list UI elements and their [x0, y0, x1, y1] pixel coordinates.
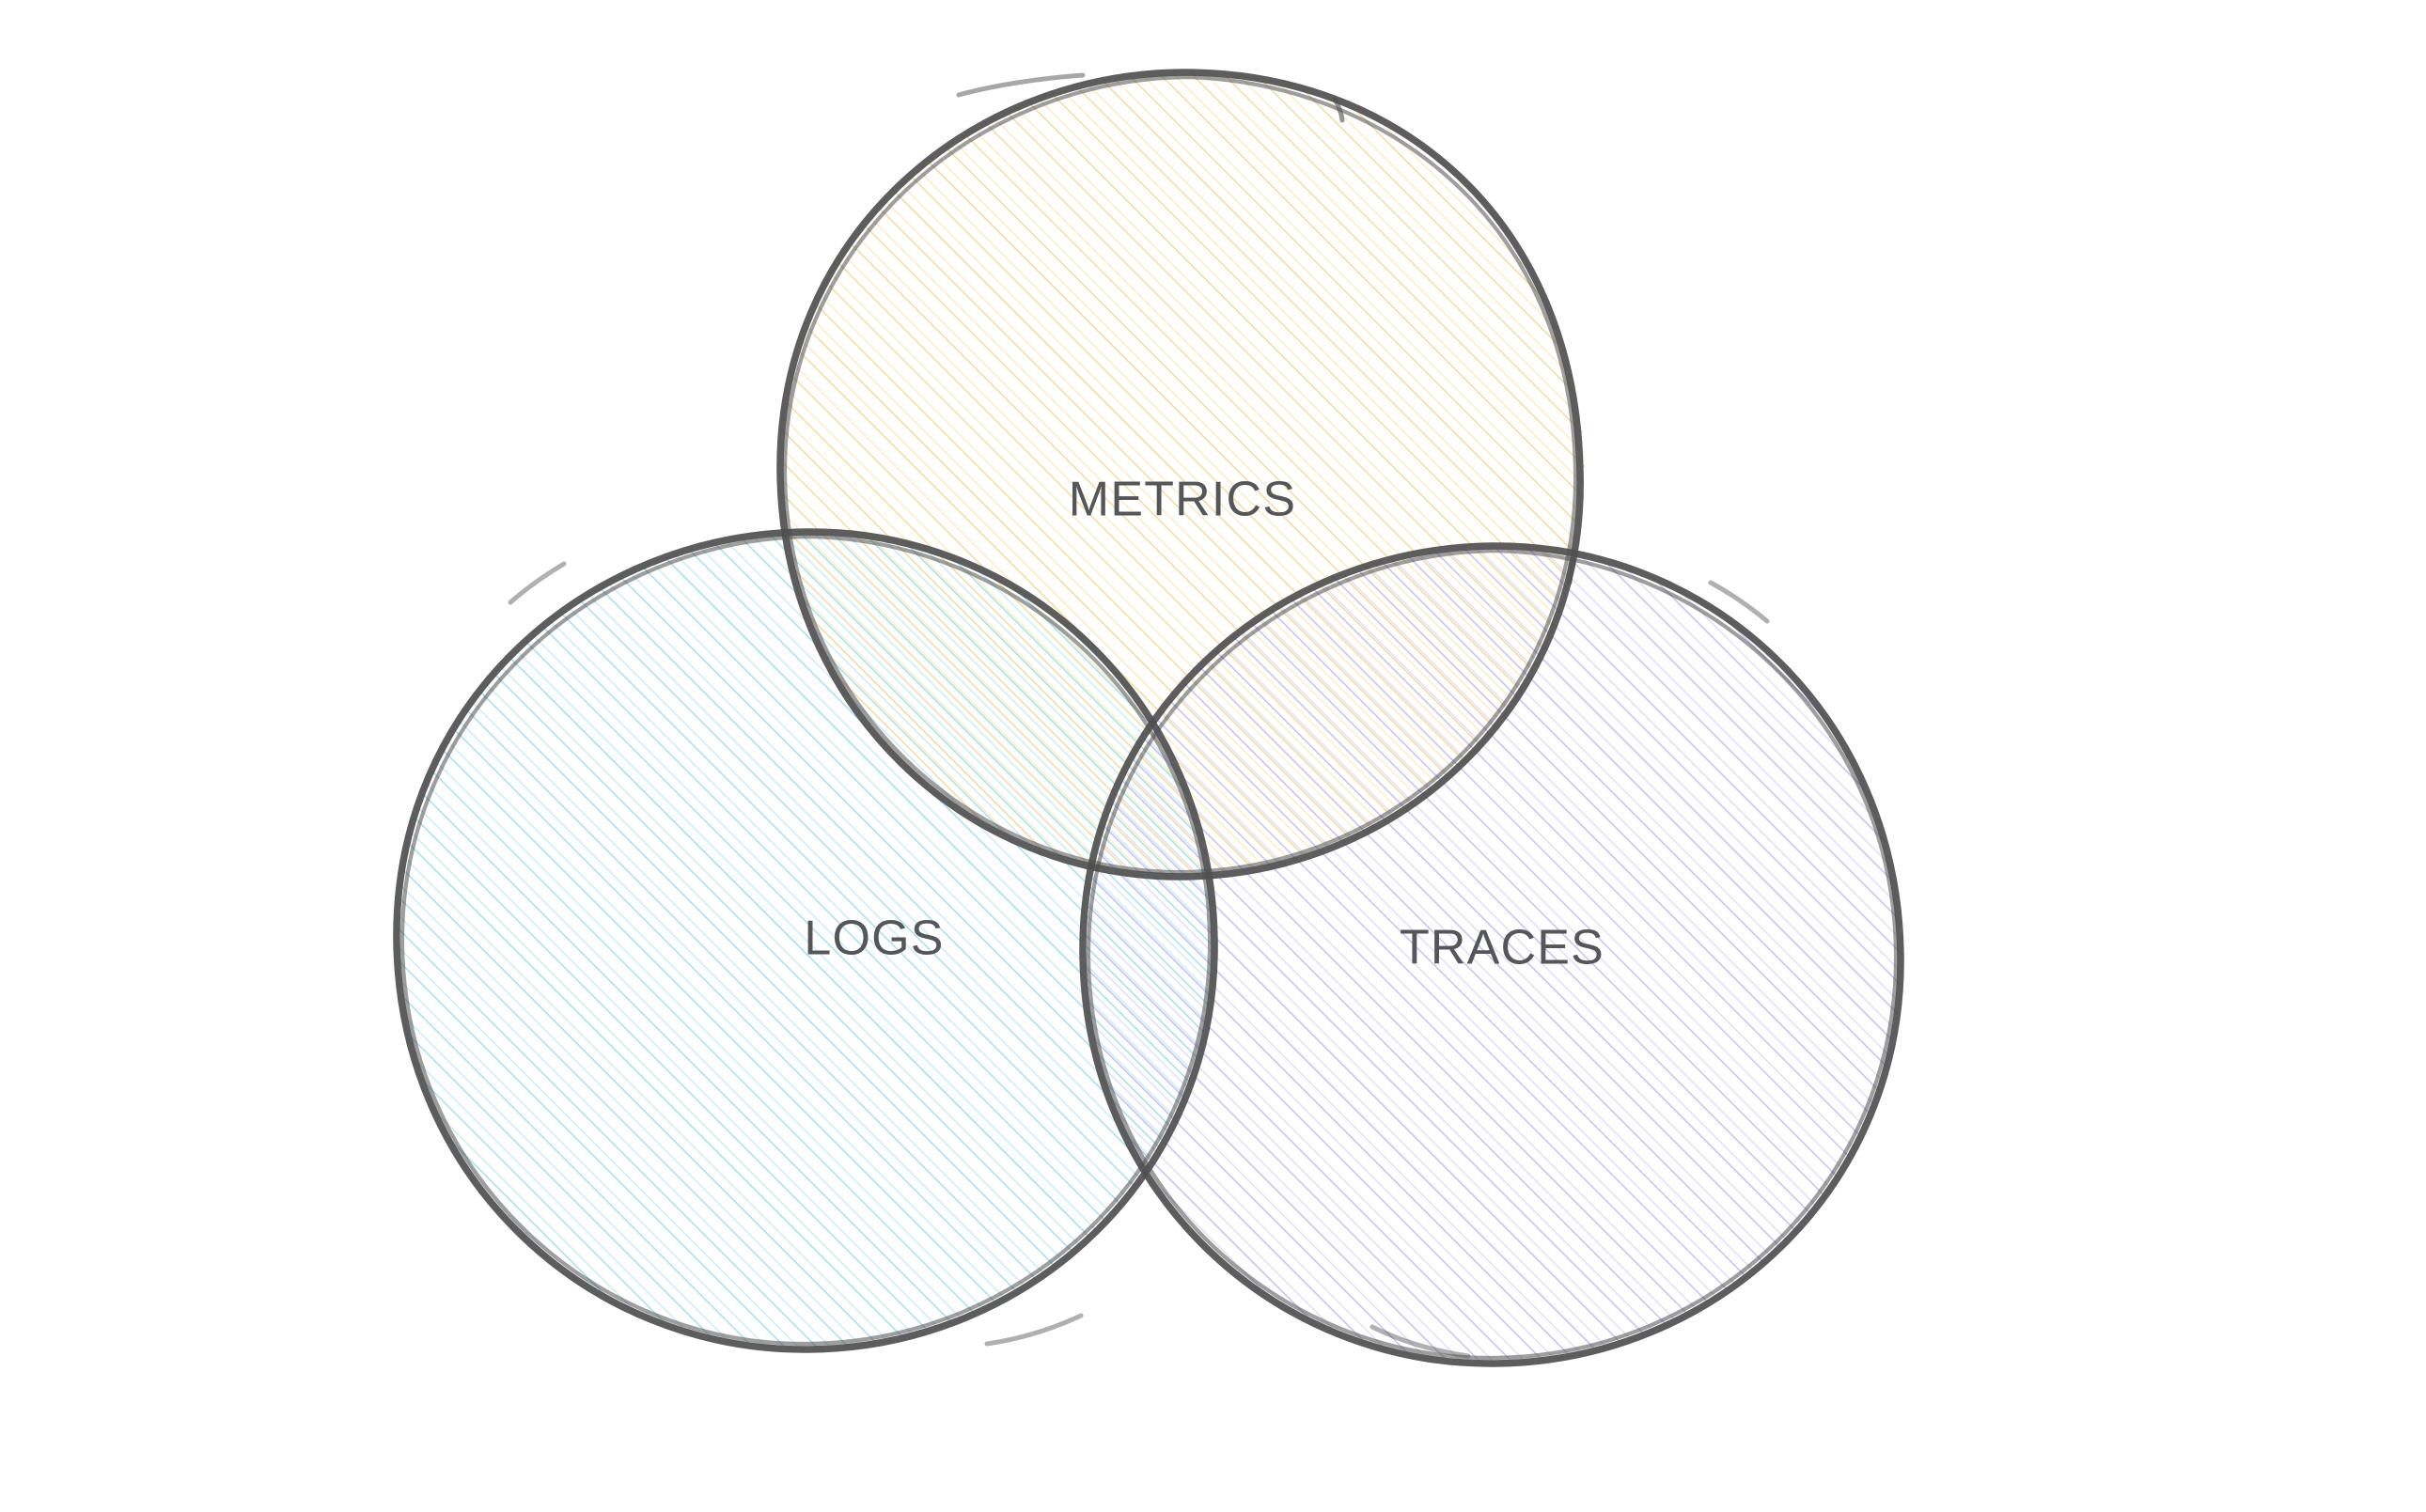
logs-outline[interactable]	[393, 528, 1218, 1353]
traces-outline[interactable]	[1079, 542, 1904, 1367]
set-label-metrics: METRICS	[1069, 473, 1296, 527]
venn-fills	[397, 72, 1902, 1364]
set-label-logs: LOGS	[804, 912, 944, 966]
metrics-outline[interactable]	[776, 69, 1584, 881]
venn-labels: METRICS LOGS TRACES	[804, 473, 1604, 975]
venn-outlines	[393, 69, 1904, 1367]
logs-fill	[397, 530, 1216, 1349]
traces-fill	[1083, 544, 1902, 1364]
set-label-traces: TRACES	[1400, 921, 1604, 975]
